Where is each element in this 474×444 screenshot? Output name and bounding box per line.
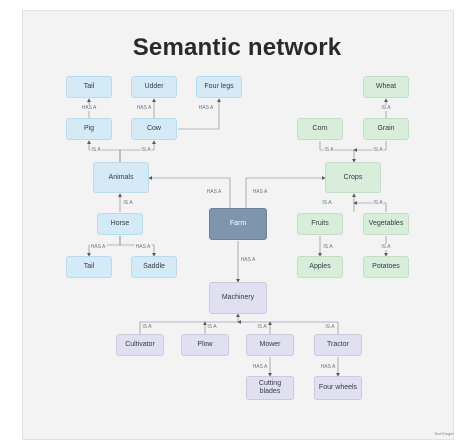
node-udder: Udder	[131, 76, 177, 98]
edge-animals-cow	[119, 140, 156, 162]
node-wheat: Wheat	[363, 76, 409, 98]
node-animals: Animals	[93, 162, 149, 193]
footer-logo: TechTarget	[434, 431, 454, 436]
node-tail: Tail	[66, 76, 112, 98]
node-cow: Cow	[131, 118, 177, 140]
node-horse: Horse	[97, 213, 143, 235]
node-tractor: Tractor	[314, 334, 362, 356]
node-corn: Corn	[297, 118, 343, 140]
node-saddle: Saddle	[131, 256, 177, 278]
node-machinery: Machinery	[209, 282, 267, 314]
label-has-a: HAS A	[89, 244, 107, 250]
label-is-a: IS A	[122, 200, 134, 206]
label-has-a: HAS A	[134, 244, 152, 250]
label-is-a: IS A	[322, 244, 334, 250]
label-has-a: HAS A	[239, 257, 257, 263]
label-is-a: IS A	[324, 324, 336, 330]
label-has-a: HAS A	[135, 105, 153, 111]
node-vegetables: Vegetables	[363, 213, 409, 235]
edge-cow-fourlegs	[178, 98, 221, 130]
node-four-legs: Four legs	[196, 76, 242, 98]
label-has-a: HAS A	[251, 189, 269, 195]
edge-vegetables-crops	[353, 201, 387, 212]
edge-tractor-machinery	[237, 320, 339, 334]
label-is-a: IS A	[90, 147, 102, 153]
node-pig: Pig	[66, 118, 112, 140]
label-is-a: IS A	[372, 200, 384, 206]
label-is-a: IS A	[321, 200, 333, 206]
node-mower: Mower	[246, 334, 294, 356]
node-apples: Apples	[297, 256, 343, 278]
node-fruits: Fruits	[297, 213, 343, 235]
edge-cultivator-machinery	[139, 313, 240, 334]
label-is-a: IS A	[256, 324, 268, 330]
edge-grain-crops	[353, 141, 387, 152]
node-crops: Crops	[325, 162, 381, 193]
label-has-a: HAS A	[205, 189, 223, 195]
label-is-a: IS A	[323, 147, 335, 153]
node-plow: Plow	[181, 334, 229, 356]
node-cutting-blades: Cutting blades	[246, 376, 294, 400]
label-is-a: IS A	[380, 244, 392, 250]
label-has-a: HAS A	[319, 364, 337, 370]
diagram-title: Semantic network	[132, 34, 342, 61]
edge-farm-animals	[148, 176, 231, 208]
edge-farm-crops	[245, 176, 326, 208]
node-cultivator: Cultivator	[116, 334, 164, 356]
edge-corn-crops	[319, 141, 356, 163]
node-potatoes: Potatoes	[363, 256, 409, 278]
label-is-a: IS A	[206, 324, 218, 330]
node-farm: Farm	[209, 208, 267, 240]
label-has-a: HAS A	[80, 105, 98, 111]
node-tail: Tail	[66, 256, 112, 278]
node-grain: Grain	[363, 118, 409, 140]
node-four-wheels: Four wheels	[314, 376, 362, 400]
label-is-a: IS A	[372, 147, 384, 153]
label-is-a: IS A	[380, 105, 392, 111]
label-is-a: IS A	[140, 147, 152, 153]
label-is-a: IS A	[141, 324, 153, 330]
label-has-a: HAS A	[251, 364, 269, 370]
label-has-a: HAS A	[197, 105, 215, 111]
